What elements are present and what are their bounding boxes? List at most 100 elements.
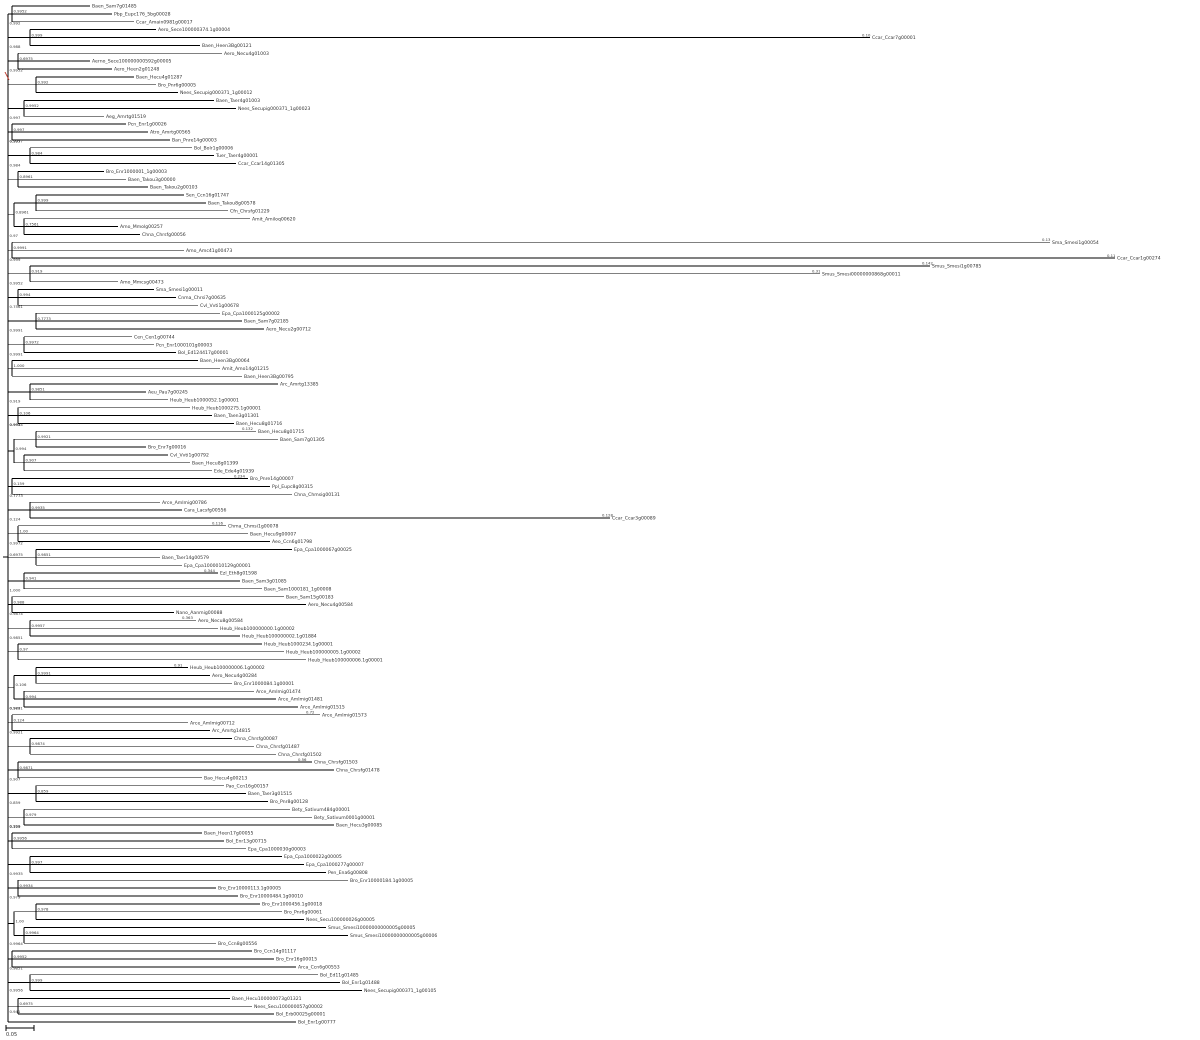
leaf-label: Baen_Heen3Bg00795 bbox=[244, 374, 294, 380]
branch-length: 0.11 bbox=[1107, 253, 1116, 258]
leaf-label: Chna_Chrsfg00056 bbox=[142, 232, 186, 238]
leaf-label: Bol_Ed124417g00001 bbox=[178, 350, 228, 356]
support-value: 0.999 bbox=[10, 823, 21, 828]
scale-bar-label: 0.05 bbox=[6, 1032, 17, 1038]
leaf-label: Bro_Enr1000456.1g00018 bbox=[262, 901, 322, 907]
support-value: 0.9934 bbox=[20, 883, 34, 888]
support-value: 0.9952 bbox=[14, 954, 28, 959]
leaf-label: Baen_Sam7g01485 bbox=[92, 4, 137, 10]
support-value: 0.159 bbox=[10, 824, 21, 829]
leaf-label: Bro_Pnr8g00128 bbox=[270, 799, 308, 805]
support-value: 0.9991 bbox=[38, 670, 52, 675]
support-value: 0.9991 bbox=[14, 245, 28, 250]
support-value: 0.6975 bbox=[10, 552, 24, 557]
leaf-label: Cnma_Chrsi7g00635 bbox=[178, 295, 226, 301]
leaf-label: Aeg_Amrtg01519 bbox=[106, 114, 146, 120]
leaf-label: Smus_Smesi00000000868g00011 bbox=[822, 271, 901, 277]
leaf-label: Chna_Chrsfg01478 bbox=[336, 768, 380, 774]
support-values: 0.99520.9990.69750.9920.99520.9970.9840.… bbox=[10, 9, 1117, 1014]
support-value: 0.7773 bbox=[38, 316, 52, 321]
leaf-label: Smus_Smesi1g00785 bbox=[932, 264, 981, 270]
leaf-label: Aero_Necu2g00712 bbox=[266, 327, 311, 333]
leaf-label: Aero_Heen2g01248 bbox=[114, 67, 159, 73]
leaf-label: Bro_Enr1000084.1g00001 bbox=[234, 681, 294, 687]
support-value: 0.992 bbox=[10, 20, 21, 25]
leaf-label: Heub_Heub100000000.1g00002 bbox=[220, 626, 295, 632]
support-value: 0.9874 bbox=[10, 611, 24, 616]
leaf-label: Chna_Chrsfg01503 bbox=[314, 760, 358, 766]
leaf-label: Arc_Amrtg14815 bbox=[212, 728, 251, 734]
support-value: 0.994 bbox=[26, 694, 37, 699]
leaf-label: Baen_Taer14g00579 bbox=[162, 555, 209, 561]
leaf-label: Epa_Cpa1000030g00003 bbox=[248, 846, 306, 852]
leaf-label: Smus_Smesi10000000000005g00005 bbox=[328, 925, 415, 931]
leaf-label: Bol_Erb00025g00001 bbox=[276, 1012, 325, 1018]
leaf-labels: Baen_Sam7g01485Pbp_Eupc176_5bg00028Ccar_… bbox=[92, 4, 1161, 1026]
branch-length: 0.72 bbox=[306, 710, 315, 715]
leaf-label: Baen_Taer3g01515 bbox=[248, 791, 292, 797]
support-value: 0.999 bbox=[32, 32, 43, 37]
support-value: 0.8961 bbox=[16, 210, 30, 215]
support-value: 0.859 bbox=[38, 788, 49, 793]
support-value: 0.999 bbox=[10, 257, 21, 262]
support-value: 0.9957 bbox=[10, 139, 24, 144]
leaf-label: Bro_Enr10000113.1g00005 bbox=[218, 886, 281, 892]
branch-length: 0.56 bbox=[298, 757, 307, 762]
leaf-label: Cvl_Vvti1g00792 bbox=[170, 453, 209, 459]
leaf-label: Baen_Sam3g01085 bbox=[242, 579, 287, 585]
support-value: 0.9934 bbox=[10, 422, 24, 427]
leaf-label: Nees_Secupig000371_1g00012 bbox=[180, 90, 252, 96]
support-value: 0.6975 bbox=[20, 1001, 34, 1006]
leaf-label: Aero_Necu4g01003 bbox=[224, 51, 269, 57]
support-value: 0.941 bbox=[26, 576, 37, 581]
leaf-label: Arc_Amrtg13385 bbox=[280, 382, 319, 388]
leaf-label: Nano_Aanmig00088 bbox=[176, 610, 222, 616]
leaf-label: Bol_Enr1g01488 bbox=[342, 980, 380, 986]
leaf-label: Baen_Heen17g00055 bbox=[204, 831, 253, 837]
leaf-label: Cvl_Vvti1g00678 bbox=[200, 303, 239, 309]
leaf-label: Baen_Sam1000181_1g00008 bbox=[264, 586, 331, 592]
leaf-label: Bro_Ccn8g00556 bbox=[218, 941, 257, 947]
leaf-label: Baen_Hecu8g01715 bbox=[258, 429, 304, 435]
branch-length: 0.116 bbox=[212, 521, 223, 526]
support-value: 0.997 bbox=[32, 859, 43, 864]
leaf-label: Bro_Enr7g00016 bbox=[148, 445, 186, 451]
support-value: 0.7561 bbox=[26, 221, 40, 226]
support-value: 0.9952 bbox=[10, 280, 24, 285]
leaf-label: Bro_Pnr6g00061 bbox=[284, 909, 322, 915]
leaf-label: Baen_Hecu8g01399 bbox=[192, 460, 238, 466]
support-value: 0.919 bbox=[32, 269, 43, 274]
support-value: 0.8961 bbox=[20, 174, 34, 179]
leaf-label: Cara_Lacsfg00556 bbox=[184, 508, 227, 514]
leaf-label: Heub_Heub100000006.1g00001 bbox=[308, 657, 383, 663]
leaf-label: Baen_Takou3g00000 bbox=[128, 177, 176, 183]
support-value: 0.9991 bbox=[10, 351, 24, 356]
leaf-label: Arce_Amlmig00786 bbox=[162, 500, 207, 506]
support-value: 0.9972 bbox=[26, 339, 40, 344]
support-value: 0.6975 bbox=[20, 56, 34, 61]
leaf-label: Baen_Heen3Bg00064 bbox=[200, 358, 250, 364]
leaf-label: Bao_Hecu4g00213 bbox=[204, 775, 247, 781]
leaf-label: Cen_Cen1g00744 bbox=[134, 334, 175, 340]
leaf-label: Bol_Enr13g00715 bbox=[226, 838, 267, 844]
leaf-label: Baen_Taen3g01301 bbox=[214, 413, 259, 419]
support-value: 1.000 bbox=[14, 363, 25, 368]
leaf-label: Arce_Amlmig01474 bbox=[256, 689, 301, 695]
leaf-label: Bro_Ccn14g01117 bbox=[254, 949, 296, 955]
leaf-label: Ppl_Eupc8g00315 bbox=[272, 484, 313, 490]
branch-length: 0.10 bbox=[862, 32, 871, 37]
leaf-label: Pen_Ena6g00808 bbox=[328, 870, 368, 876]
leaf-label: Aero_Necu8g00584 bbox=[198, 618, 243, 624]
support-value: 0.994 bbox=[20, 292, 31, 297]
leaf-label: Baen_Sam7g01305 bbox=[280, 437, 325, 443]
leaf-label: Bol_Enr1g00777 bbox=[298, 1020, 336, 1026]
leaf-label: Bro_Enr10000484.1g00010 bbox=[240, 894, 303, 900]
leaf-label: Pcn_Enr1g00026 bbox=[128, 122, 167, 128]
leaf-label: Ezl_Eth8g01598 bbox=[220, 571, 257, 577]
support-value: 0.9957 bbox=[32, 623, 46, 628]
leaf-label: Arce_Amlmig01481 bbox=[278, 697, 323, 703]
leaf-label: Arce_Amlmig01573 bbox=[322, 712, 367, 718]
branch-length: 0.91 bbox=[174, 662, 183, 667]
leaf-label: Pbp_Eupc176_5bg00028 bbox=[114, 11, 171, 17]
support-value: 0.7561 bbox=[10, 304, 24, 309]
